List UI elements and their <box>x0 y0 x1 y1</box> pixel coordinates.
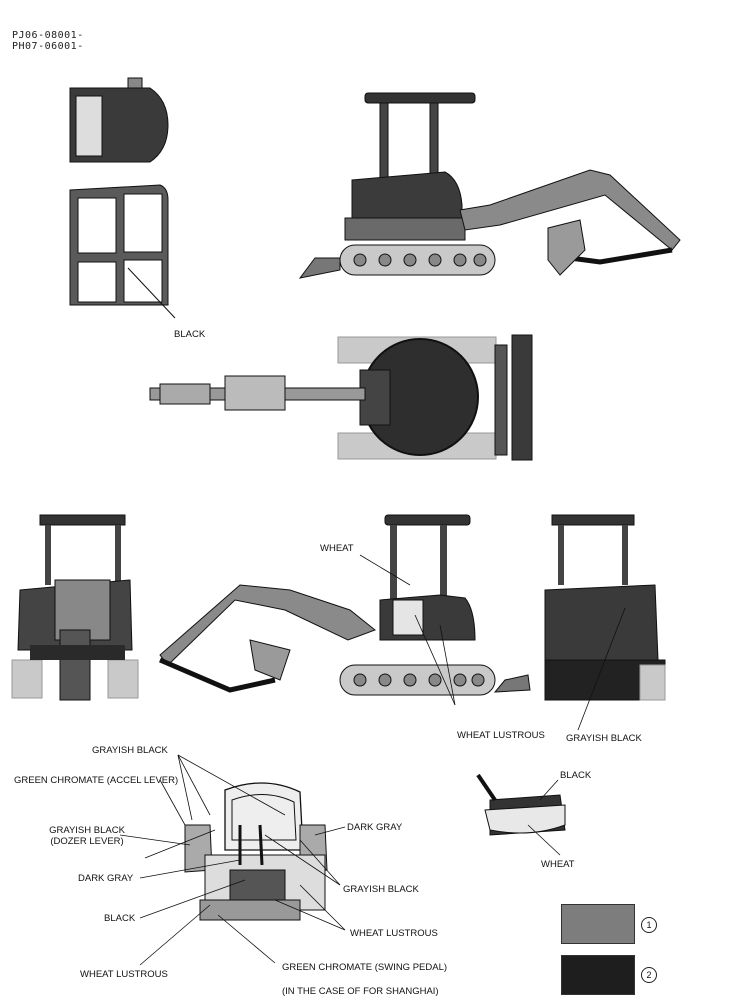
label-grayish-black-right: GRAYISH BLACK <box>343 884 419 895</box>
cab-side-view <box>69 184 176 319</box>
label-wheat-lustrous-main: WHEAT LUSTROUS <box>457 730 545 741</box>
label-green-chromate-swing: GREEN CHROMATE (SWING PEDAL) <box>282 962 448 973</box>
leader-lines <box>119 554 626 966</box>
excavator-rear-view <box>544 514 666 701</box>
excavator-top-view <box>149 334 533 461</box>
label-grayish-black-dozer: GRAYISH BLACK (DOZER LEVER) <box>42 825 132 847</box>
operator-seat-detail <box>184 782 328 921</box>
excavator-side-view-left <box>159 514 531 696</box>
cab-top-view <box>69 77 169 163</box>
label-grayish-black-dozer-line1: GRAYISH BLACK <box>49 825 125 836</box>
excavator-side-view <box>298 92 681 279</box>
cover-detail <box>476 773 566 836</box>
label-black-cover: BLACK <box>560 770 592 781</box>
label-dark-gray-right: DARK GRAY <box>347 822 403 833</box>
serial-number-2: PH07-06001- <box>12 41 84 52</box>
label-wheat: WHEAT <box>320 543 354 554</box>
label-green-chromate-accel: GREEN CHROMATE (ACCEL LEVER) <box>14 775 179 786</box>
label-shanghai-note: (IN THE CASE OF FOR SHANGHAI) <box>282 986 439 997</box>
label-black-cab: BLACK <box>174 329 206 340</box>
label-wheat-lustrous-right: WHEAT LUSTROUS <box>350 928 438 939</box>
label-dark-gray-left: DARK GRAY <box>78 873 134 884</box>
excavator-front-view <box>11 514 139 701</box>
legend-number-1: 1 <box>641 917 657 933</box>
legend-swatch-1 <box>561 904 635 944</box>
label-grayish-black-top: GRAYISH BLACK <box>92 745 168 756</box>
serial-number-1: PJ06-08001- <box>12 30 84 41</box>
label-wheat-lustrous-bottom: WHEAT LUSTROUS <box>80 969 168 980</box>
legend-number-2: 2 <box>641 967 657 983</box>
label-grayish-black-rear: GRAYISH BLACK <box>566 733 642 744</box>
label-black-left: BLACK <box>104 913 136 924</box>
label-grayish-black-dozer-line2: (DOZER LEVER) <box>50 836 124 847</box>
label-wheat-cover: WHEAT <box>541 859 575 870</box>
legend-swatch-2 <box>561 955 635 995</box>
